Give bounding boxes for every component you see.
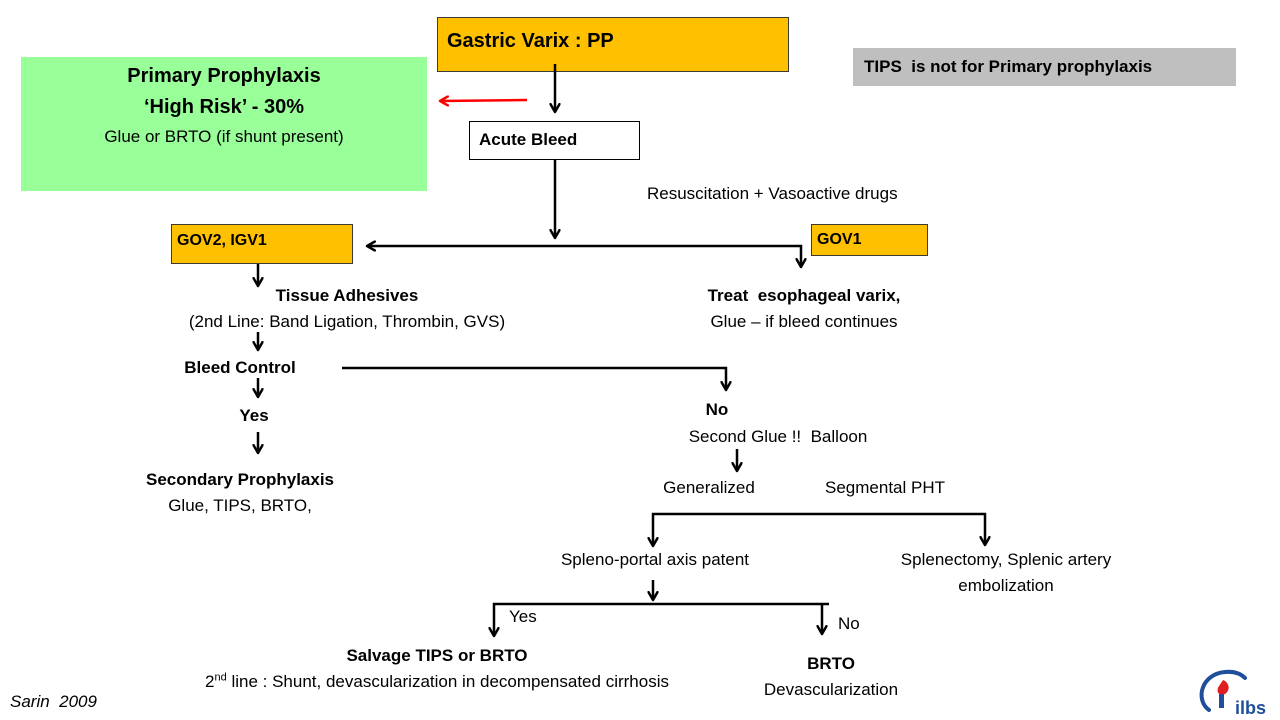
- tips-note-box: TIPS is not for Primary prophylaxis: [853, 48, 1236, 86]
- arrow-split-yes-branch: [494, 602, 829, 636]
- ilbs-logo: ilbs: [1199, 669, 1266, 718]
- generalized-label: Generalized: [663, 478, 755, 497]
- resuscitation-text: Resuscitation + Vasoactive drugs: [647, 184, 898, 203]
- segmental-pht-label: Segmental PHT: [825, 478, 945, 497]
- primary-prophylaxis-treatment: Glue or BRTO (if shunt present): [104, 127, 344, 146]
- salvage-line-text: line : Shunt, devascularization in decom…: [226, 672, 669, 691]
- second-glue-balloon: Second Glue !! Balloon: [688, 427, 868, 446]
- tissue-adhesives-title: Tissue Adhesives: [275, 286, 419, 305]
- secondary-prophylaxis-title: Secondary Prophylaxis: [145, 470, 335, 489]
- treat-esophageal-varix-note: Glue – if bleed continues: [710, 312, 898, 331]
- primary-prophylaxis-title: Primary Prophylaxis: [127, 65, 321, 87]
- gov2-igv1-label: GOV2, IGV1: [177, 232, 267, 249]
- salvage-line-superscript: nd: [214, 671, 227, 684]
- gov1-box: GOV1: [811, 224, 928, 256]
- arrow-bleed-control-to-no: [342, 366, 726, 390]
- acute-bleed-label: Acute Bleed: [479, 130, 578, 149]
- citation: Sarin 2009: [10, 692, 97, 711]
- high-risk-label: ‘High Risk’ - 30%: [143, 96, 305, 118]
- salvage-tips-brto-title: Salvage TIPS or BRTO: [346, 646, 528, 665]
- brto-title: BRTO: [807, 654, 855, 673]
- gov1-label: GOV1: [817, 231, 862, 248]
- acute-bleed-box: Acute Bleed: [469, 121, 640, 160]
- treat-esophageal-varix-title: Treat esophageal varix,: [707, 286, 901, 305]
- bleed-control-no: No: [705, 400, 729, 419]
- gastric-varix-label: Gastric Varix : PP: [447, 30, 614, 52]
- red-arrow-to-primary-prophylaxis: [440, 100, 528, 101]
- primary-prophylaxis-box: Primary Prophylaxis ‘High Risk’ - 30% Gl…: [21, 57, 427, 191]
- salvage-line-number: 2: [205, 672, 215, 691]
- patent-no-label: No: [838, 614, 860, 633]
- tips-note-text: TIPS is not for Primary prophylaxis: [864, 57, 1153, 76]
- gastric-varix-box: Gastric Varix : PP: [437, 17, 789, 72]
- logo-text: ilbs: [1235, 698, 1266, 718]
- bleed-control-yes: Yes: [239, 406, 269, 425]
- logo-swoosh-icon: [1199, 669, 1247, 712]
- arrow-split-gov: [367, 246, 801, 267]
- secondary-prophylaxis-options: Glue, TIPS, BRTO,: [168, 496, 312, 515]
- bleed-control-label: Bleed Control: [184, 358, 296, 377]
- gov2-igv1-box: GOV2, IGV1: [171, 224, 353, 264]
- salvage-second-line: 2nd line : Shunt, devascularization in d…: [157, 672, 717, 692]
- spleno-portal-label: Spleno-portal axis patent: [560, 550, 750, 569]
- patent-yes-label: Yes: [509, 607, 537, 626]
- splenectomy-line2: embolization: [958, 576, 1054, 595]
- devascularization-label: Devascularization: [763, 680, 899, 699]
- arrow-split-generalized-segmental: [653, 512, 985, 546]
- splenectomy-line1: Splenectomy, Splenic artery: [900, 550, 1112, 569]
- logo-drop-icon: [1217, 680, 1229, 695]
- second-line-options: (2nd Line: Band Ligation, Thrombin, GVS): [188, 312, 506, 331]
- logo-bar-icon: [1219, 694, 1224, 708]
